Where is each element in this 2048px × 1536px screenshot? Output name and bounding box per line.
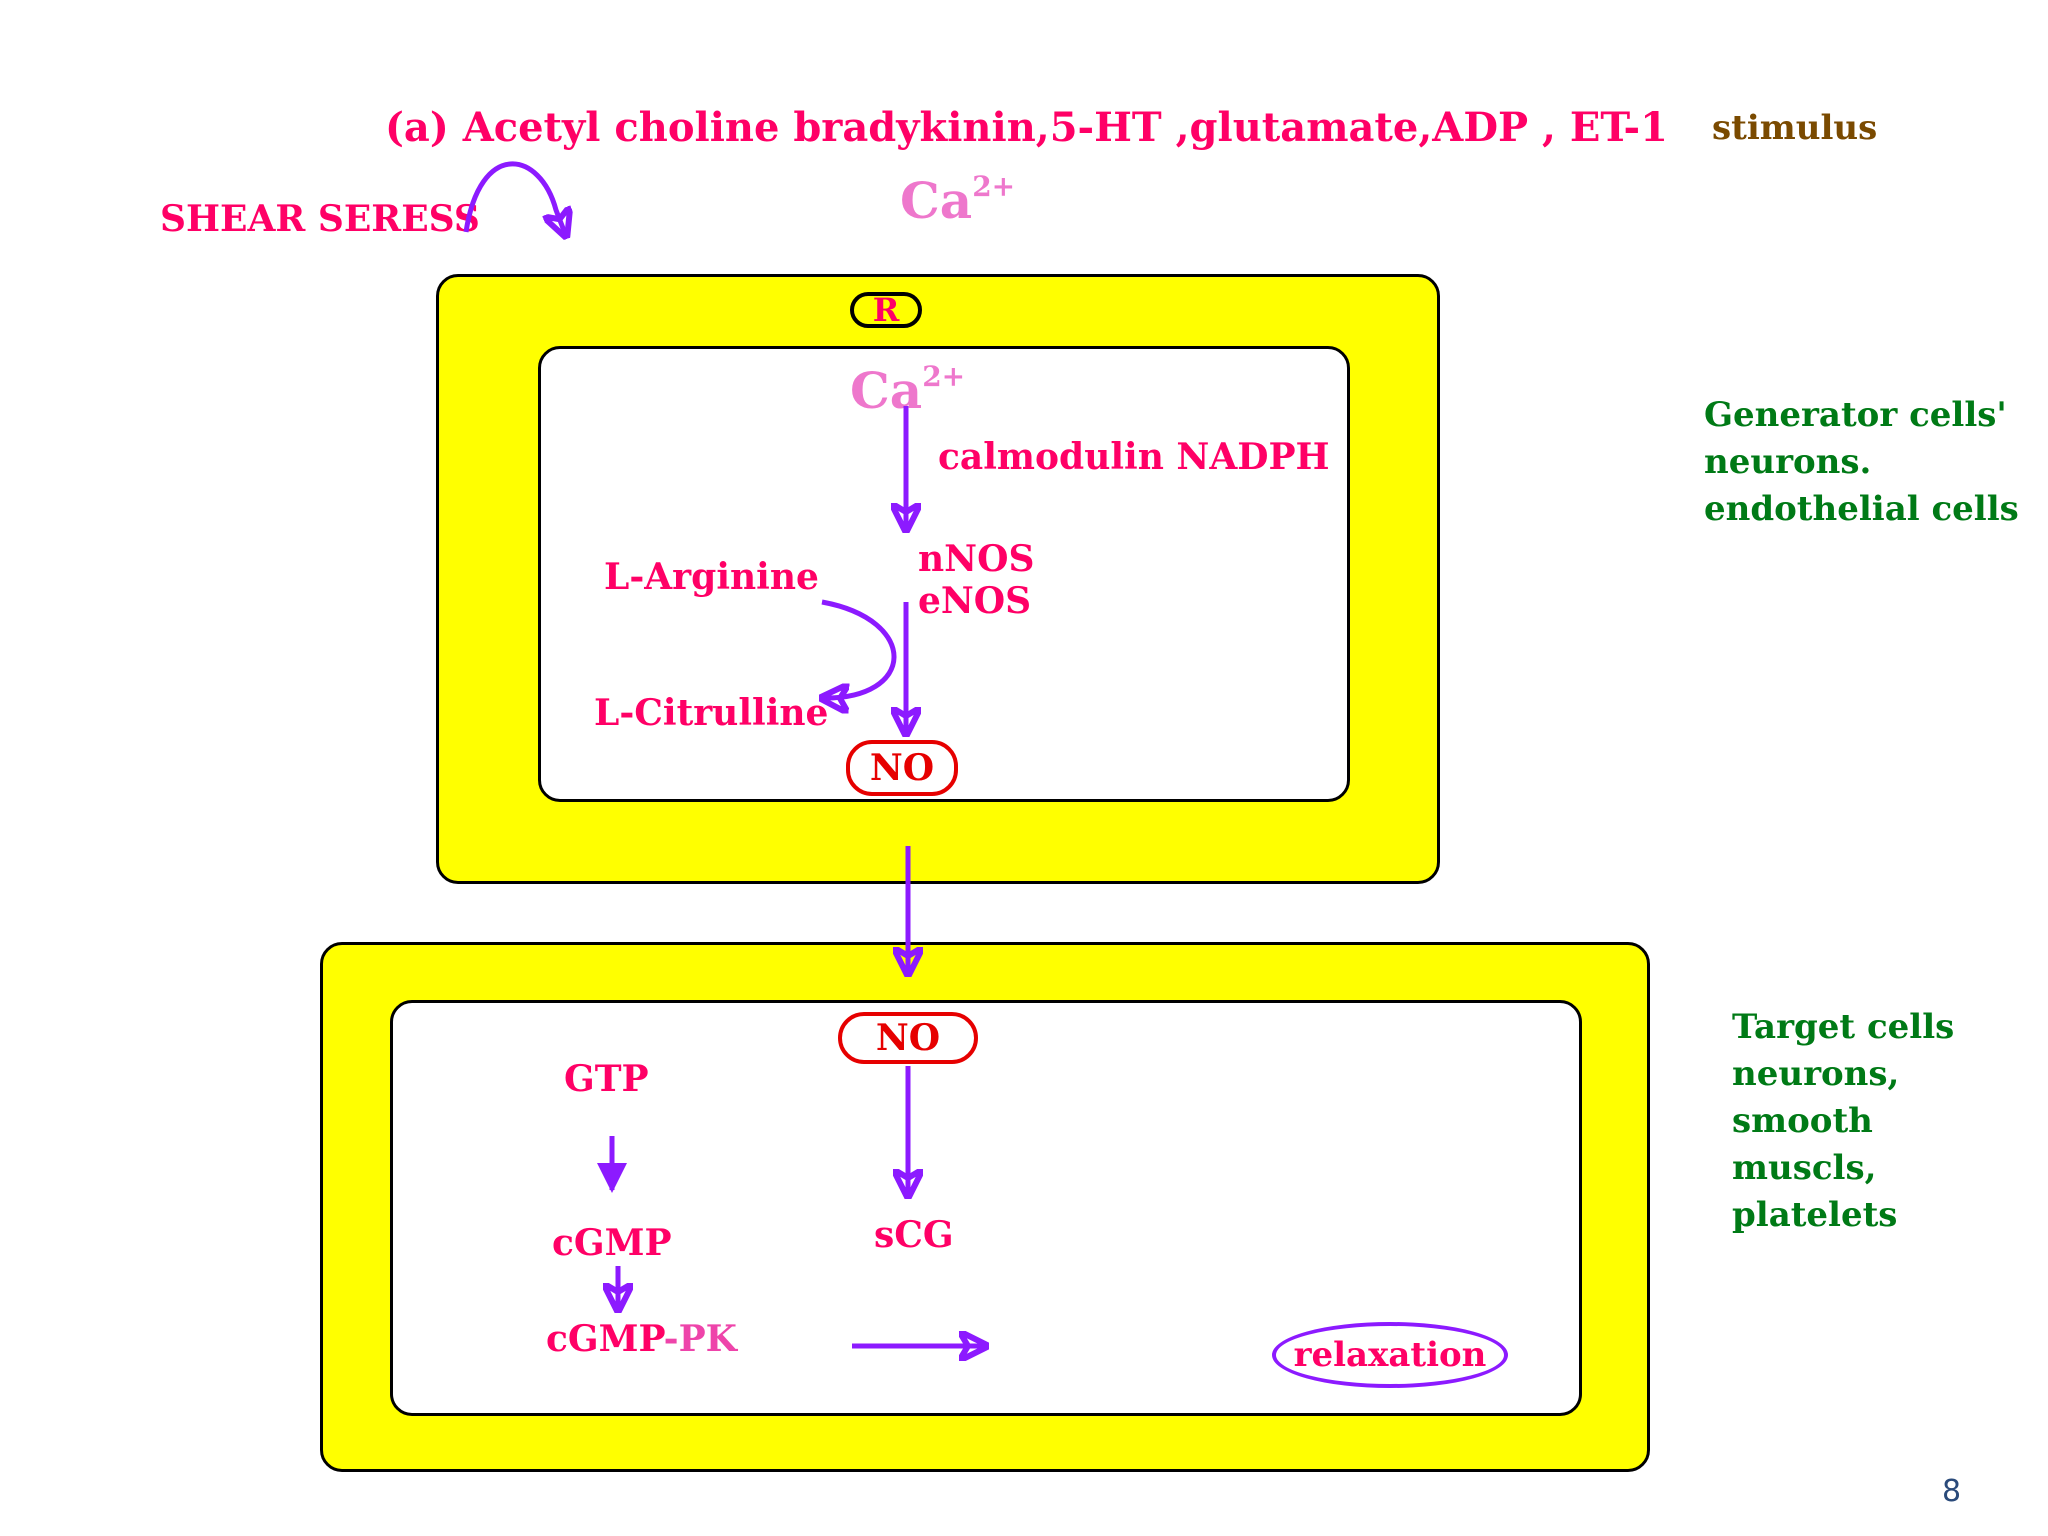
- shear-stress-label: SHEAR SERESS: [160, 198, 480, 240]
- generator-side-line-1: Generator cells': [1704, 395, 2007, 435]
- calcium-inside-symbol: Ca: [850, 361, 923, 420]
- calcium-outside-symbol: Ca: [900, 171, 973, 230]
- cgmp-pk-prefix: cGMP: [546, 1318, 664, 1360]
- stimulus-label: stimulus: [1712, 108, 1878, 148]
- page-number: 8: [1942, 1474, 1962, 1509]
- l-citrulline-label: L-Citrulline: [594, 692, 829, 734]
- target-side-line-3: smooth: [1732, 1101, 1873, 1141]
- generator-side-line-2: neurons.: [1704, 442, 1872, 482]
- no-badge-generator: NO: [846, 740, 958, 796]
- gtp-label: GTP: [564, 1058, 649, 1100]
- generator-side-line-3: endothelial cells: [1704, 489, 2019, 529]
- enos-label: eNOS: [918, 580, 1032, 622]
- target-side-line-5: platelets: [1732, 1195, 1898, 1235]
- nnos-label: nNOS: [918, 538, 1035, 580]
- cofactors-label: calmodulin NADPH: [938, 436, 1330, 478]
- arrow-arginine-to-citrulline: [822, 599, 897, 698]
- generator-cell-inner: [538, 346, 1350, 802]
- cgmp-label: cGMP: [552, 1222, 672, 1264]
- receptor-badge: R: [850, 291, 922, 329]
- calcium-outside: Ca2+: [900, 170, 1015, 230]
- scg-label: sCG: [874, 1214, 954, 1256]
- target-side-line-2: neurons,: [1732, 1054, 1900, 1094]
- cgmp-pk-label: cGMP-PK: [546, 1318, 737, 1360]
- relaxation-badge: relaxation: [1272, 1322, 1508, 1388]
- no-badge-target: NO: [838, 1012, 978, 1064]
- calcium-outside-charge: 2+: [972, 170, 1016, 203]
- stimulus-list: (a) Acetyl choline bradykinin,5-HT ,glut…: [385, 104, 1668, 151]
- cgmp-pk-suffix: -PK: [663, 1318, 737, 1360]
- generator-side-label: Generator cells' neurons. endothelial ce…: [1704, 392, 2019, 533]
- target-side-line-4: muscls,: [1732, 1148, 1877, 1188]
- target-side-line-1: Target cells: [1732, 1007, 1955, 1047]
- target-side-label: Target cells neurons, smooth muscls, pla…: [1732, 1004, 1954, 1239]
- calcium-inside: Ca2+: [850, 360, 965, 420]
- l-arginine-label: L-Arginine: [604, 556, 819, 598]
- calcium-inside-charge: 2+: [922, 360, 966, 393]
- shear-stress-arrow: [463, 161, 566, 236]
